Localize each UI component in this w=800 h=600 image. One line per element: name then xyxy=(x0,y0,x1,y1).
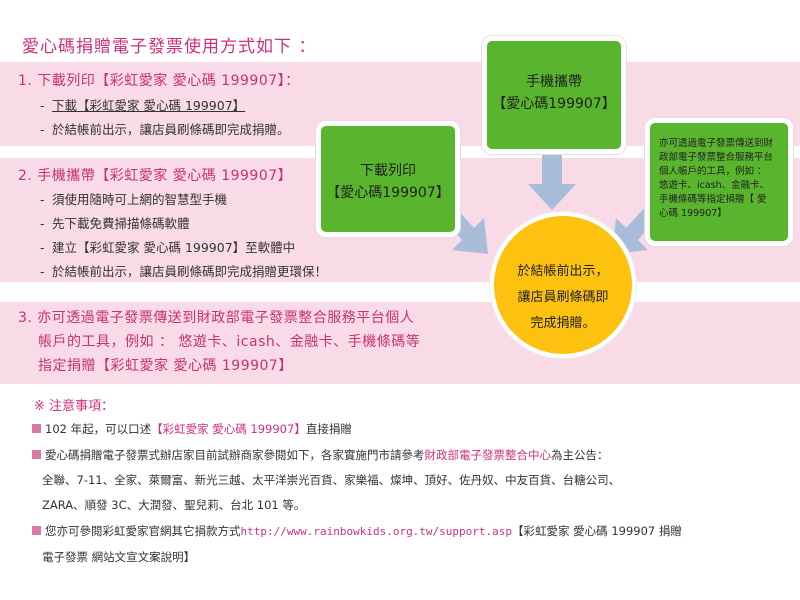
download-link[interactable]: 下載【彩虹愛家 愛心碼 199907】 xyxy=(52,98,246,113)
download-print-box: 下載列印 【愛心碼199907】 xyxy=(316,121,460,237)
einvoice-center-link[interactable]: 財政部電子發票整合中心 xyxy=(424,448,552,462)
item-2-sub-4: -於結帳前出示，讓店員刷條碼即完成捐贈更環保！ xyxy=(40,264,328,279)
note-3: 您亦可參閱彩虹愛家官網其它捐款方式http://www.rainbowkids.… xyxy=(32,523,682,539)
note-1: 102 年起，可以口述【彩虹愛家 愛心碼 199907】直接捐贈 xyxy=(32,421,352,437)
mobile-carry-box: 手機攜帶 【愛心碼199907】 xyxy=(482,36,626,154)
checkout-circle: 於結帳前出示， 讓店員刷條碼即 完成捐贈。 xyxy=(490,212,636,358)
support-url-link[interactable]: http://www.rainbowkids.org.tw/support.as… xyxy=(240,525,513,538)
item-2-sub-1: -須使用隨時可上網的智慧型手機 xyxy=(40,192,228,207)
page-title: 愛心碼捐贈電子發票使用方式如下 ： xyxy=(22,37,317,57)
stores-line-2: ZARA、順發 3C、大潤發、聖兒莉、台北 101 等。 xyxy=(42,498,306,512)
stores-line-1: 全聯、7-11、全家、萊爾富、新光三越、太平洋崇光百貨、家樂福、燦坤、頂好、佐丹… xyxy=(42,473,621,487)
item-2-sub-3: -建立【彩虹愛家 愛心碼 199907】至軟體中 xyxy=(40,240,296,255)
item-1-sub-2: -於結帳前出示，讓店員刷條碼即完成捐贈。 xyxy=(40,122,290,137)
item-3-text: 3. 亦可透過電子發票傳送到財政部電子發票整合服務平台個人 帳戶的工具，例如 ：… xyxy=(18,310,421,374)
arrow-down-icon xyxy=(528,152,576,210)
item-2-sub-2: -先下載免費掃描條碼軟體 xyxy=(40,216,190,231)
bullet-square-icon xyxy=(32,450,41,459)
note-2: 愛心碼捐贈電子發票式辦店家目前試辦商家參閱如下，各家實施門市請參考財政部電子發票… xyxy=(32,447,609,463)
item-1-heading: 1. 下載列印【彩虹愛家 愛心碼 199907】： xyxy=(18,73,300,89)
section-band-3 xyxy=(0,302,800,384)
platform-box: 亦可透過電子發票傳送到財 政部電子發票整合服務平台 個人帳戶的工具，例如 ： 悠… xyxy=(645,118,793,246)
notes-heading: ※ 注意事項： xyxy=(34,399,115,414)
item-2-heading: 2. 手機攜帶【彩虹愛家 愛心碼 199907】 xyxy=(18,168,293,184)
note-3-line-2: 電子發票 網站文宣文案說明】 xyxy=(42,550,196,564)
bullet-square-icon xyxy=(32,526,41,535)
item-1-sub-1[interactable]: -下載【彩虹愛家 愛心碼 199907】 xyxy=(40,98,246,113)
bullet-square-icon xyxy=(32,424,41,433)
